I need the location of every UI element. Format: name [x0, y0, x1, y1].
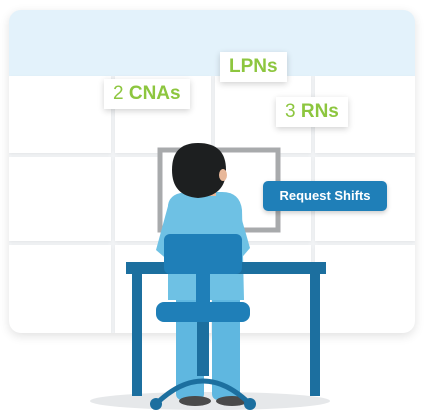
request-shifts-button[interactable]: Request Shifts: [263, 181, 387, 211]
calendar-cell: [315, 245, 415, 333]
chair: [150, 234, 256, 410]
tag-count: 3: [285, 101, 296, 122]
calendar-cell: [9, 157, 111, 241]
calendar-cell: [9, 76, 111, 153]
tag-rns: 3 RNs: [276, 97, 348, 127]
calendar-header: [9, 10, 415, 76]
tag-label: LPNs: [229, 56, 278, 77]
tag-label: CNAs: [128, 83, 181, 104]
calendar-cell: [9, 245, 111, 333]
tag-count: 2: [113, 83, 124, 104]
tag-cnas: 2 CNAs: [104, 79, 190, 109]
tag-lpns: LPNs: [220, 52, 287, 82]
tag-label: RNs: [300, 101, 339, 122]
